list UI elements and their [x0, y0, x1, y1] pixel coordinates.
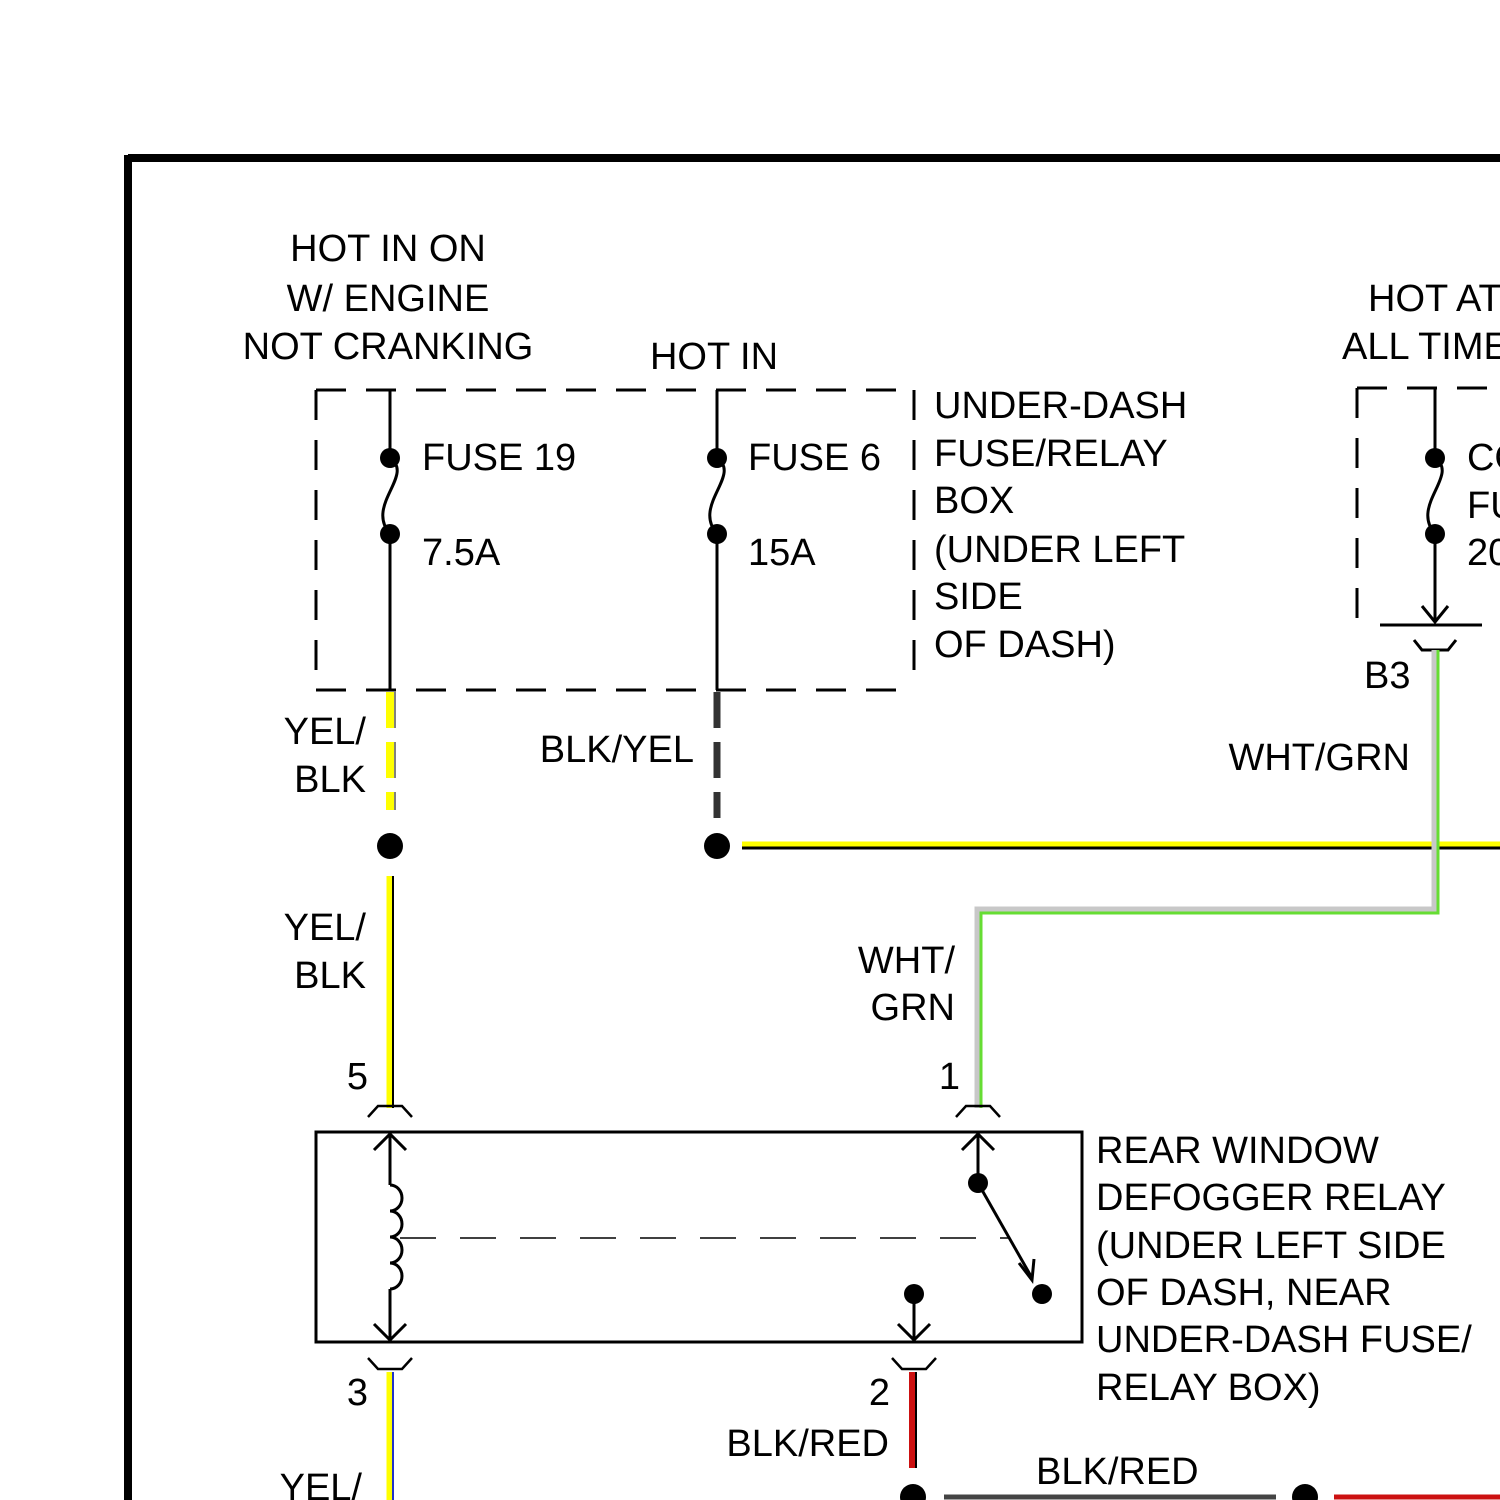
- fuse-box-label-line-3: BOX: [934, 480, 1014, 522]
- right-fuse-rating: 20: [1467, 532, 1500, 574]
- splice-point-center: [704, 833, 730, 859]
- wire-color-yel-blk-lower-1: YEL/: [284, 907, 367, 949]
- wire-color-yel-blk-lower-2: BLK: [294, 955, 366, 997]
- fuse-19-label: FUSE 19: [422, 437, 576, 479]
- relay-label-line-2: DEFOGGER RELAY: [1096, 1177, 1446, 1219]
- pin-2-label: 2: [869, 1372, 890, 1414]
- relay-label-line-6: RELAY BOX): [1096, 1367, 1321, 1409]
- power-source-label-line-1: HOT IN ON: [290, 228, 486, 270]
- fuse-box-label-line-5: SIDE: [934, 576, 1023, 618]
- fuse-6-rating: 15A: [748, 532, 816, 574]
- relay-label-line-1: REAR WINDOW: [1096, 1130, 1379, 1172]
- right-fuse-label-line-2: FU: [1467, 485, 1500, 527]
- wire-color-yel-blk-upper-1: YEL/: [284, 711, 367, 753]
- hot-at-label-line-2: ALL TIMES: [1342, 326, 1500, 368]
- wire-color-wht-grn-mid-2: GRN: [871, 987, 955, 1029]
- wire-color-yel-blk-upper-2: BLK: [294, 759, 366, 801]
- wire-yel-bottom: [390, 1372, 393, 1500]
- wire-yel-blk-lower: [390, 876, 393, 1108]
- relay-label-line-5: UNDER-DASH FUSE/: [1096, 1319, 1472, 1361]
- wire-blk-yel-horizontal: [742, 844, 1500, 848]
- fuse-box-label-line-6: OF DASH): [934, 624, 1116, 666]
- wire-color-blk-red-vertical: BLK/RED: [726, 1423, 889, 1465]
- wire-blk-red-vertical: [912, 1372, 916, 1468]
- hot-in-label: HOT IN: [650, 336, 778, 378]
- splice-point-left: [377, 833, 403, 859]
- fuse-box-label-line-1: UNDER-DASH: [934, 385, 1187, 427]
- pin-3-label: 3: [347, 1372, 368, 1414]
- power-source-label-line-2: W/ ENGINE: [287, 278, 490, 320]
- fuse-box-label-line-2: FUSE/RELAY: [934, 433, 1168, 475]
- wire-color-blk-yel: BLK/YEL: [540, 729, 694, 771]
- fuse-19-rating: 7.5A: [422, 532, 501, 574]
- relay-label-line-3: (UNDER LEFT SIDE: [1096, 1225, 1446, 1267]
- relay-label-line-4: OF DASH, NEAR: [1096, 1272, 1392, 1314]
- power-source-label-line-3: NOT CRANKING: [243, 326, 534, 368]
- fuse-6-label: FUSE 6: [748, 437, 881, 479]
- pin-1-label: 1: [939, 1056, 960, 1098]
- right-fuse-label-line-1: CO: [1467, 437, 1500, 479]
- wire-color-wht-grn-right: WHT/GRN: [1228, 737, 1410, 779]
- wire-color-blk-red-horizontal: BLK/RED: [1036, 1451, 1199, 1493]
- pin-5-label: 5: [347, 1056, 368, 1098]
- wire-color-yel-bottom: YEL/: [280, 1467, 363, 1500]
- connector-b3-label: B3: [1364, 655, 1410, 697]
- fuse-box-label-line-4: (UNDER LEFT: [934, 529, 1185, 571]
- hot-at-label-line-1: HOT AT: [1368, 278, 1500, 320]
- wire-color-wht-grn-mid-1: WHT/: [858, 940, 956, 982]
